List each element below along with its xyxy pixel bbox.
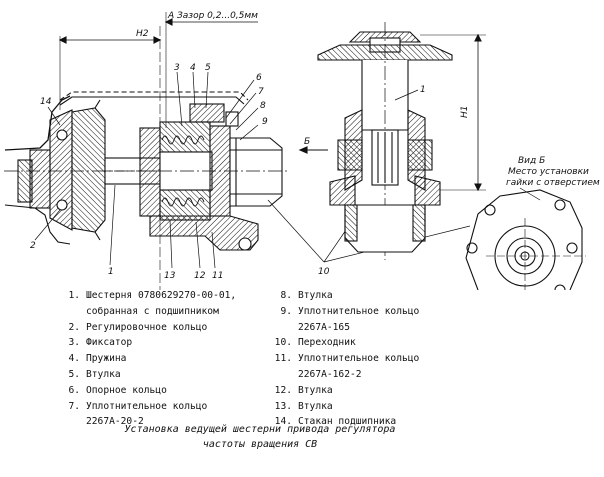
legend-item: 4. Пружина	[52, 351, 236, 367]
legend-item: 10. Переходник	[264, 335, 419, 351]
legend-item: собранная с подшипником	[52, 304, 236, 320]
legend-item-number: 9.	[280, 305, 292, 317]
legend-item-text: собранная с подшипником	[86, 305, 219, 317]
legend-item-number: 3.	[68, 337, 80, 349]
legend-item-number: 8.	[280, 290, 292, 301]
legend-item-text: Уплотнительное кольцо	[298, 305, 420, 317]
legend-item-text: Втулка	[298, 290, 333, 301]
legend-item-number: 2.	[68, 321, 80, 333]
legend-item-number: 14.	[274, 416, 292, 428]
legend-item: 13. Втулка	[264, 399, 419, 415]
callout-13: 13	[164, 271, 176, 281]
callout-12: 12	[194, 271, 206, 281]
legend-item-number	[264, 320, 298, 336]
callout-9: 9	[262, 117, 268, 127]
legend-item-text: Уплотнительное кольцо	[86, 400, 208, 412]
assembly-drawing: А Зазор 0,2...0,5мм H2 H1 Б Вид Б Место …	[4, 11, 600, 290]
legend-item-text: Опорное кольцо	[86, 384, 167, 396]
callout-14: 14	[40, 97, 52, 107]
legend-item: 14. Стакан подшипника	[264, 414, 419, 430]
legend-item: 2267А-162-2	[264, 367, 419, 383]
middle-section-view	[298, 22, 486, 260]
legend-item-text: Стакан подшипника	[298, 416, 397, 428]
legend-item-number: 1.	[68, 290, 80, 301]
legend-item-text: Фиксатор	[86, 337, 133, 349]
legend-item-number: 12.	[274, 384, 292, 396]
legend-item: 5. Втулка	[52, 367, 236, 383]
dim-h2-label: H2	[136, 29, 149, 39]
legend-item-number: 13.	[274, 400, 292, 412]
callout-1-left: 1	[108, 267, 114, 277]
legend-item: 7. Уплотнительное кольцо	[52, 399, 236, 415]
legend-item-text: Втулка	[298, 384, 333, 396]
legend-item-text: 2267А-162-2	[298, 368, 362, 380]
legend-item: 2. Регулировочное кольцо	[52, 320, 236, 336]
callout-4: 4	[190, 63, 196, 73]
legend-item-number: 6.	[68, 384, 80, 396]
legend-item: 3. Фиксатор	[52, 335, 236, 351]
callout-6: 6	[256, 73, 262, 83]
caption-line-2: частоты вращения СВ	[202, 439, 318, 450]
legend-item: 6. Опорное кольцо	[52, 383, 236, 399]
legend-item-text: 2267А-165	[298, 321, 350, 333]
legend-item-text: 2267А-20-2	[86, 416, 144, 428]
callout-3: 3	[174, 63, 180, 73]
caption-line-1: Установка ведущей шестерни привода регул…	[124, 424, 396, 435]
arrow-b-label: Б	[304, 137, 310, 147]
legend-item: 1. Шестерня 0780629270-00-01,	[52, 288, 236, 304]
legend-item-text: Шестерня 0780629270-00-01,	[86, 290, 237, 301]
legend-item-text: Регулировочное кольцо	[86, 321, 208, 333]
gap-label: А Зазор 0,2...0,5мм	[167, 11, 258, 21]
callout-2: 2	[30, 241, 36, 251]
legend-item: 2267А-165	[264, 320, 419, 336]
left-section-view	[4, 12, 471, 290]
legend-right: 8. Втулка 9. Уплотнительное кольцо 2267А-165…	[264, 288, 420, 430]
callout-10: 10	[318, 267, 330, 277]
legend-item-text: Уплотнительное кольцо	[298, 353, 420, 365]
view-b-title: Вид Б	[518, 156, 545, 166]
dim-h1-label: H1	[460, 106, 470, 119]
view-b-note-2: гайки с отверстием	[506, 178, 600, 188]
legend-item-number: 10.	[274, 337, 292, 349]
legend-item-number: 7.	[68, 400, 80, 412]
legend-item-text: Переходник	[298, 337, 356, 349]
legend-item-text: Пружина	[86, 353, 127, 365]
legend-item-number: 4.	[68, 353, 80, 365]
legend-item: 2267А-20-2	[52, 414, 236, 430]
legend-item-number: 5.	[68, 368, 80, 380]
view-b-note-1: Место установки	[508, 167, 589, 177]
callout-11: 11	[212, 271, 223, 281]
legend-item-text: Втулка	[86, 368, 121, 380]
legend-item: 8. Втулка	[264, 288, 419, 304]
callout-7: 7	[258, 87, 264, 97]
figure-caption: Установка ведущей шестерни привода регул…	[0, 422, 520, 452]
legend-left: 1. Шестерня 0780629270-00-01, собранная с …	[52, 288, 236, 430]
view-b-flange	[465, 187, 586, 290]
legend-item: 11. Уплотнительное кольцо	[264, 351, 420, 367]
legend-item: 12. Втулка	[264, 383, 419, 399]
legend-item-text: Втулка	[298, 400, 333, 412]
legend-item-number: 11.	[274, 353, 292, 365]
legend-item-number	[264, 367, 298, 383]
callout-5: 5	[205, 63, 211, 73]
legend-item: 9. Уплотнительное кольцо	[264, 304, 419, 320]
callout-1-middle: 1	[420, 85, 426, 95]
legend-item-number	[52, 304, 86, 320]
callout-8: 8	[260, 101, 266, 111]
